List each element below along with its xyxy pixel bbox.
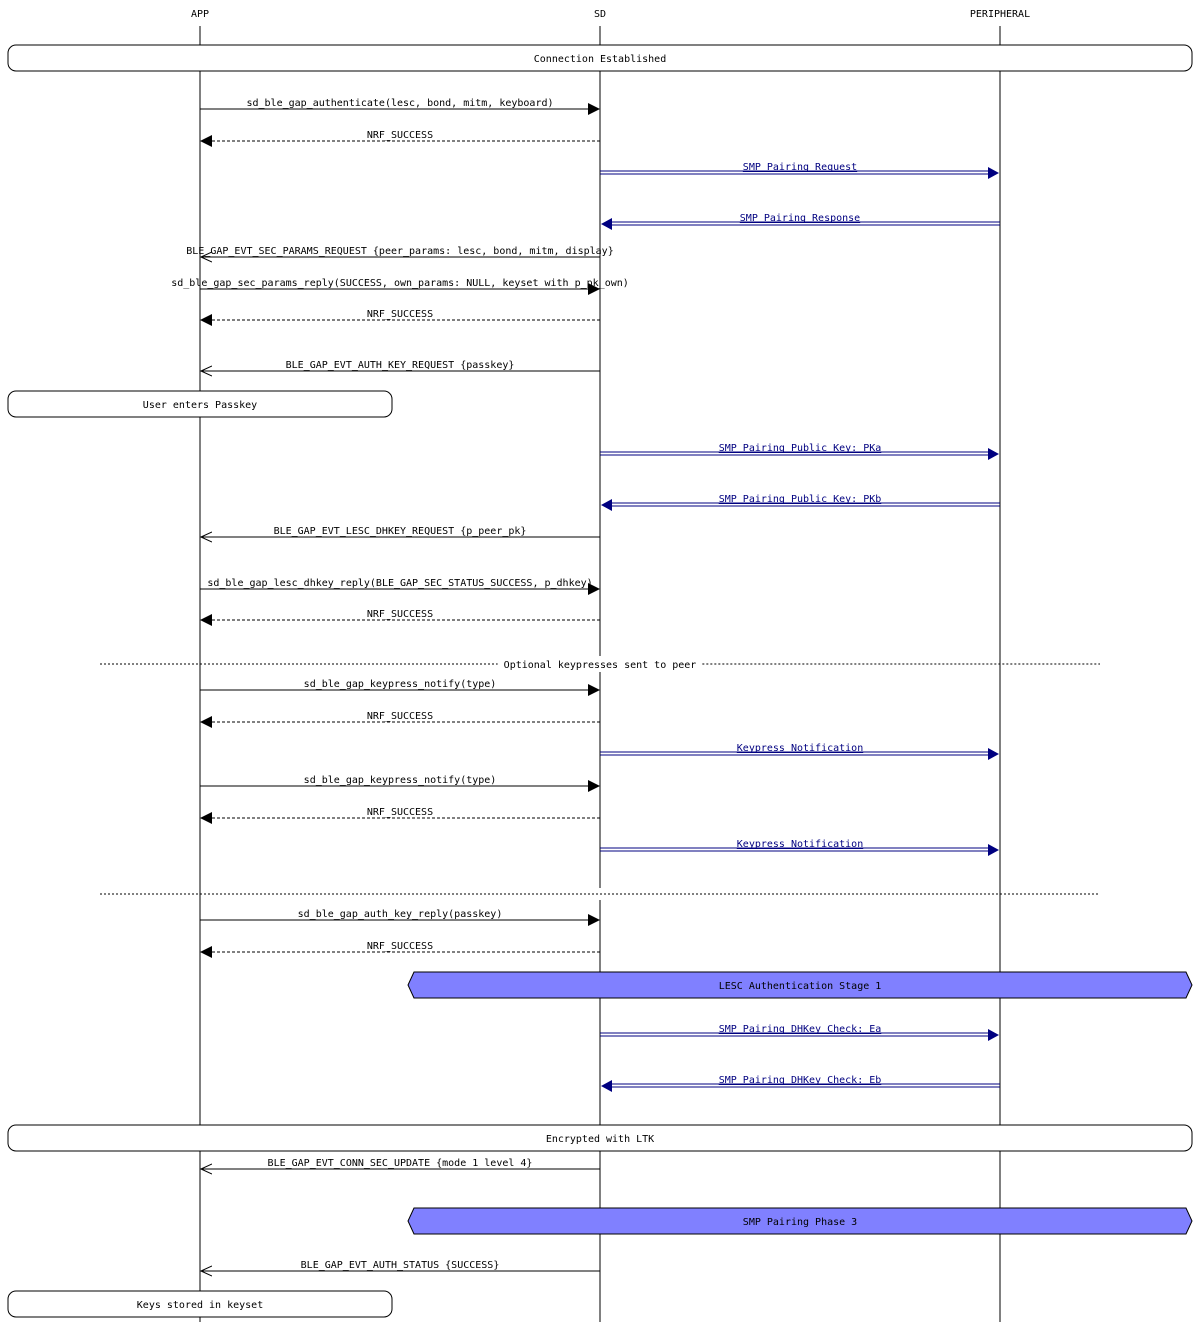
event-msg: BLE_GAP_EVT_SEC_PARAMS_REQUEST {peer_par…: [186, 246, 614, 257]
event-msg: SMP Pairing Public Key: PKa: [600, 443, 999, 460]
event-msg: BLE_GAP_EVT_AUTH_STATUS {SUCCESS}: [201, 1260, 600, 1271]
event-message-label: BLE_GAP_EVT_AUTH_KEY_REQUEST {passkey}: [286, 360, 515, 371]
stage-box-label: SMP Pairing Phase 3: [743, 1217, 857, 1228]
event-msg: NRF_SUCCESS: [200, 941, 600, 958]
call-message-label: sd_ble_gap_keypress_notify(type): [304, 679, 497, 690]
call-message-label: sd_ble_gap_lesc_dhkey_reply(BLE_GAP_SEC_…: [207, 578, 592, 589]
call-message-label: sd_ble_gap_auth_key_reply(passkey): [298, 909, 503, 920]
event-msg: sd_ble_gap_keypress_notify(type): [200, 679, 600, 696]
return-message-label: NRF_SUCCESS: [367, 309, 433, 320]
event-box: Connection Established: [7, 44, 1193, 72]
event-message-label: BLE_GAP_EVT_CONN_SEC_UPDATE {mode 1 leve…: [268, 1158, 533, 1169]
return-message-label: NRF_SUCCESS: [367, 711, 433, 722]
event-msg: BLE_GAP_EVT_CONN_SEC_UPDATE {mode 1 leve…: [201, 1158, 600, 1169]
lane-label-sd: SD: [594, 9, 606, 20]
smp-message-label: Keypress Notification: [737, 839, 863, 850]
smp-message-label: SMP Pairing Public Key: PKb: [719, 494, 882, 505]
event-message-label: BLE_GAP_EVT_SEC_PARAMS_REQUEST {peer_par…: [186, 246, 613, 257]
event-msg: SMP Pairing Public Key: PKb: [601, 494, 1000, 511]
event-msg: BLE_GAP_EVT_LESC_DHKEY_REQUEST {p_peer_p…: [201, 526, 600, 537]
return-message-label: NRF_SUCCESS: [367, 130, 433, 141]
event-msg: Keypress Notification: [600, 743, 999, 760]
divider-label: Optional keypresses sent to peer: [504, 660, 697, 671]
sequence-events: Connection Established sd_ble_gap_authent…: [7, 44, 1193, 1318]
state-box: [7, 44, 1193, 72]
smp-message-label: SMP Pairing Response: [740, 213, 860, 224]
event-msg: SMP Pairing Request: [600, 162, 999, 179]
state-box-label: Connection Established: [534, 54, 666, 65]
smp-message-label: SMP Pairing DHKey Check: Ea: [719, 1024, 882, 1035]
smp-arrow-head: [601, 499, 612, 511]
smp-arrow-head: [988, 1029, 999, 1041]
event-msg: sd_ble_gap_lesc_dhkey_reply(BLE_GAP_SEC_…: [200, 578, 600, 595]
lifelines: [199, 26, 1001, 1322]
smp-message-label: Keypress Notification: [737, 743, 863, 754]
event-stage: SMP Pairing Phase 3: [407, 1207, 1193, 1235]
event-msg: SMP Pairing Response: [601, 213, 1000, 230]
event-msg: NRF_SUCCESS: [200, 609, 600, 626]
smp-arrow-head: [601, 218, 612, 230]
return-message-label: NRF_SUCCESS: [367, 807, 433, 818]
state-box: [7, 1290, 393, 1318]
event-msg: NRF_SUCCESS: [200, 309, 600, 326]
event-msg: SMP Pairing DHKey Check: Eb: [601, 1075, 1000, 1092]
event-divider: [100, 888, 1100, 900]
state-box-label: Keys stored in keyset: [137, 1300, 263, 1311]
stage-box-label: LESC Authentication Stage 1: [719, 981, 882, 992]
state-box: [7, 390, 393, 418]
stage-box: [407, 1207, 1193, 1235]
event-stage: LESC Authentication Stage 1: [407, 971, 1193, 999]
event-message-label: BLE_GAP_EVT_LESC_DHKEY_REQUEST {p_peer_p…: [274, 526, 527, 537]
smp-message-label: SMP Pairing DHKey Check: Eb: [719, 1075, 882, 1086]
event-msg: sd_ble_gap_authenticate(lesc, bond, mitm…: [200, 98, 600, 115]
event-msg: NRF_SUCCESS: [200, 711, 600, 728]
return-message-label: NRF_SUCCESS: [367, 941, 433, 952]
event-msg: NRF_SUCCESS: [200, 130, 600, 147]
smp-message-label: SMP Pairing Request: [743, 162, 857, 173]
state-box: [7, 1124, 1193, 1152]
event-msg: sd_ble_gap_keypress_notify(type): [200, 775, 600, 792]
state-box-label: User enters Passkey: [143, 400, 257, 411]
call-message-label: sd_ble_gap_sec_params_reply(SUCCESS, own…: [171, 278, 629, 289]
divider-label-bg: [497, 656, 703, 672]
event-box: User enters Passkey: [7, 390, 393, 418]
event-box: Keys stored in keyset: [7, 1290, 393, 1318]
event-msg: sd_ble_gap_sec_params_reply(SUCCESS, own…: [171, 278, 629, 295]
call-message-label: sd_ble_gap_keypress_notify(type): [304, 775, 497, 786]
lane-label-app: APP: [191, 9, 209, 20]
stage-box: [407, 971, 1193, 999]
smp-arrow-head: [988, 448, 999, 460]
event-msg: BLE_GAP_EVT_AUTH_KEY_REQUEST {passkey}: [201, 360, 600, 371]
smp-arrow-head: [988, 748, 999, 760]
state-box-label: Encrypted with LTK: [546, 1134, 654, 1145]
event-msg: SMP Pairing DHKey Check: Ea: [600, 1024, 999, 1041]
smp-message-label: SMP Pairing Public Key: PKa: [719, 443, 882, 454]
smp-arrow-head: [988, 167, 999, 179]
event-msg: NRF_SUCCESS: [200, 807, 600, 824]
event-divider: Optional keypresses sent to peer: [100, 656, 1100, 672]
smp-arrow-head: [988, 844, 999, 856]
event-box: Encrypted with LTK: [7, 1124, 1193, 1152]
event-message-label: BLE_GAP_EVT_AUTH_STATUS {SUCCESS}: [301, 1260, 500, 1271]
event-msg: Keypress Notification: [600, 839, 999, 856]
event-msg: sd_ble_gap_auth_key_reply(passkey): [200, 909, 600, 926]
smp-arrow-head: [601, 1080, 612, 1092]
lane-headers: APP SD PERIPHERAL: [191, 9, 1030, 20]
lane-label-peer: PERIPHERAL: [970, 9, 1030, 20]
call-message-label: sd_ble_gap_authenticate(lesc, bond, mitm…: [246, 98, 553, 109]
return-message-label: NRF_SUCCESS: [367, 609, 433, 620]
